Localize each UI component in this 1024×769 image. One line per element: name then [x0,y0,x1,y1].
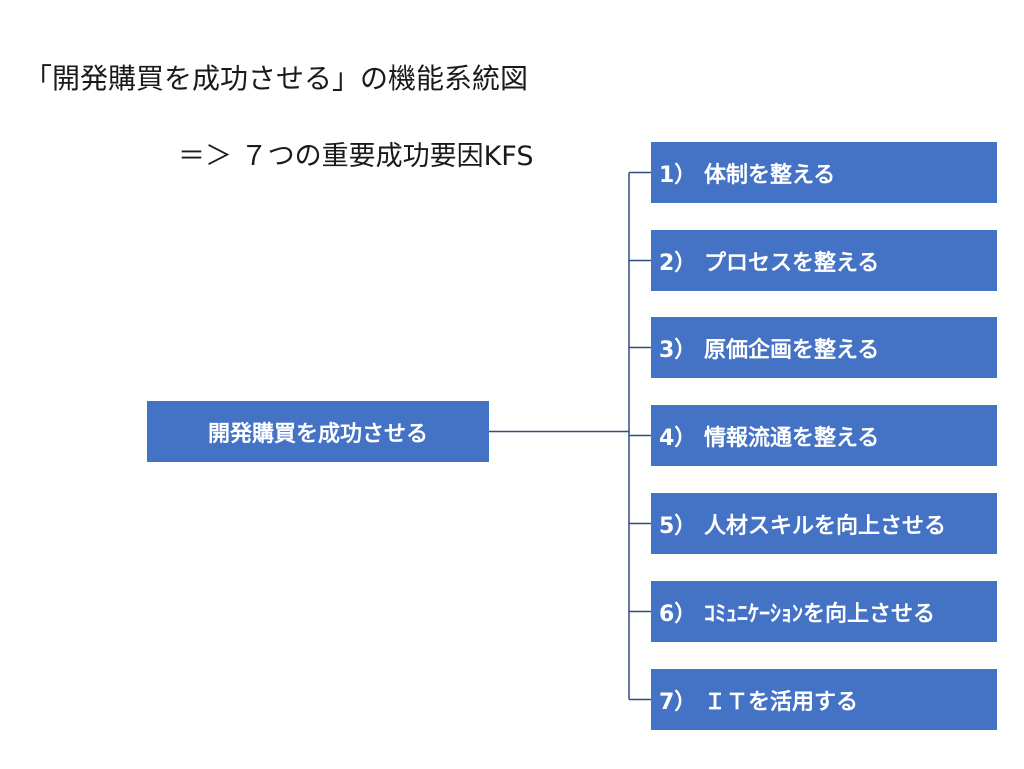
page-title: 「開発購買を成功させる」の機能系統図 [24,62,529,95]
branch-node-5: 5） 人材スキルを向上させる [651,493,997,554]
subtitle: ＝＞ ７つの重要成功要因KFS [178,141,534,172]
branch-node-4: 4） 情報流通を整える [651,405,997,466]
branch-node-7: 7） ＩＴを活用する [651,669,997,730]
root-node: 開発購買を成功させる [147,401,489,462]
branch-node-3: 3） 原価企画を整える [651,317,997,378]
branch-node-2: 2） プロセスを整える [651,230,997,291]
branch-node-1: 1） 体制を整える [651,142,997,203]
branch-node-6: 6） ｺﾐｭﾆｹｰｼｮﾝを向上させる [651,581,997,642]
